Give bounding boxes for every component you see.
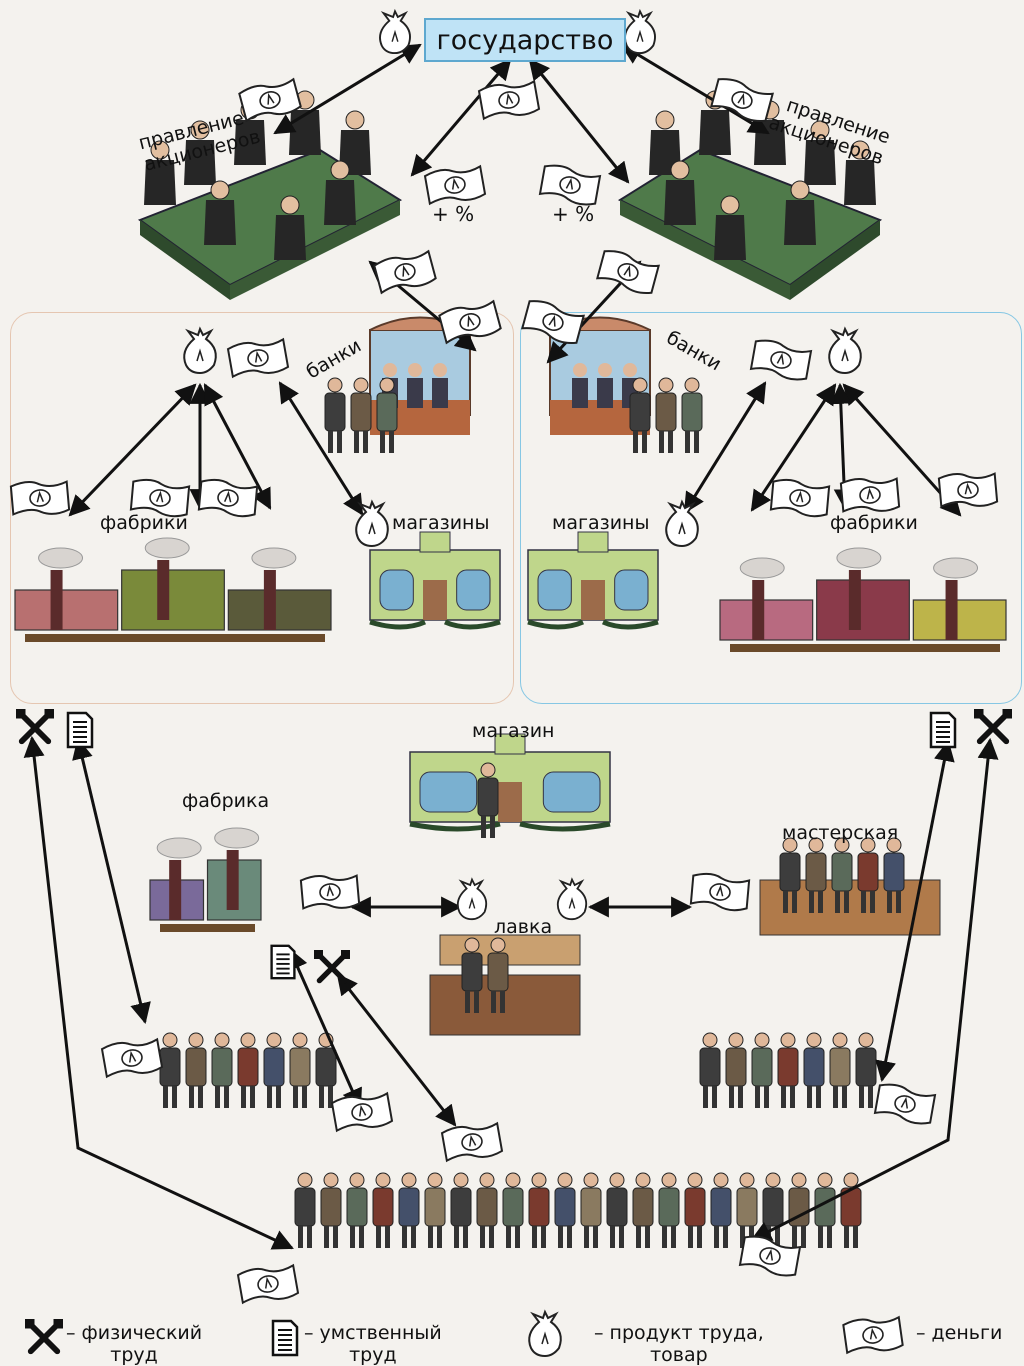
percent-label-right: + % — [552, 202, 595, 226]
state-label: государство — [436, 24, 614, 56]
physical-labor-icon — [974, 709, 1012, 745]
crowd-bottom — [294, 1172, 862, 1248]
product-bag-icon — [528, 1309, 562, 1358]
money-icon — [839, 477, 901, 513]
money-icon — [521, 300, 586, 345]
money-icon — [749, 339, 813, 381]
money-icon — [197, 478, 259, 518]
money-icon — [299, 874, 361, 910]
crowd-right — [699, 1032, 877, 1108]
product-bag-icon — [379, 8, 411, 55]
shops-label-left: магазины — [392, 512, 490, 534]
money-icon — [842, 1315, 904, 1355]
flow-arrow — [68, 383, 197, 517]
product-bag-icon — [665, 499, 699, 548]
money-icon — [873, 1083, 937, 1125]
money-icon — [738, 1235, 802, 1277]
crowd-left — [159, 1032, 337, 1108]
flow-arrow — [23, 735, 294, 1250]
money-icon — [129, 478, 191, 518]
bank-customers-right — [629, 377, 703, 453]
lower-shop-building — [409, 733, 611, 832]
money-icon — [689, 872, 751, 912]
product-bag-icon — [456, 877, 488, 921]
money-icon — [373, 249, 437, 295]
flow-arrow — [203, 383, 272, 510]
product-bag-icon — [828, 326, 862, 375]
flow-arrow — [683, 381, 767, 514]
flow-arrow — [750, 737, 999, 1242]
product-bag-icon — [556, 877, 588, 921]
product-bag-icon — [183, 326, 217, 375]
money-icon — [769, 478, 831, 518]
flow-arrow — [278, 381, 364, 516]
mental-labor-icon — [270, 944, 296, 980]
money-icon — [226, 337, 290, 379]
factories-left — [14, 537, 332, 642]
legend-product-label: – продукт труда, товар — [594, 1322, 764, 1366]
factories-label-right: фабрики — [830, 512, 918, 534]
money-icon — [710, 78, 775, 123]
left-economy-region — [10, 312, 514, 704]
flow-arrow — [336, 973, 457, 1127]
physical-labor-icon — [25, 1319, 63, 1355]
shops-label-right: магазины — [552, 512, 650, 534]
money-icon — [538, 164, 602, 206]
money-icon — [596, 250, 661, 295]
money-icon — [9, 480, 71, 516]
stall-vendor — [461, 937, 509, 1013]
flow-arrow — [528, 58, 630, 184]
flow-arrow — [72, 737, 151, 1025]
lower-factory-building — [149, 827, 262, 932]
stall-shelves — [439, 934, 581, 966]
physical-labor-icon — [15, 709, 54, 745]
flow-arrow — [410, 58, 512, 177]
money-icon — [236, 1263, 300, 1305]
factories-right — [719, 547, 1007, 652]
legend-mental-label: – умственный труд — [304, 1322, 442, 1366]
shops-left — [369, 531, 501, 630]
money-icon — [937, 472, 999, 508]
mental-labor-icon — [929, 711, 957, 749]
shopkeeper — [477, 762, 499, 838]
right-economy-region — [520, 312, 1022, 704]
legend-physical-label: – физический труд — [66, 1322, 203, 1366]
mental-labor-icon — [271, 1319, 299, 1357]
bank-customers-left — [324, 377, 398, 453]
money-icon — [440, 1121, 504, 1163]
flow-arrow — [273, 43, 422, 135]
lower-shop-label: магазин — [472, 720, 555, 742]
money-icon — [438, 299, 502, 345]
shops-right — [527, 531, 659, 630]
money-icon — [330, 1091, 394, 1133]
product-bag-icon — [355, 499, 389, 548]
mental-labor-icon — [66, 711, 94, 749]
legend-money-label: – деньги — [916, 1322, 1003, 1344]
physical-labor-icon — [314, 950, 350, 984]
money-icon — [238, 77, 302, 123]
product-bag-icon — [624, 8, 656, 55]
stall-label: лавка — [494, 916, 553, 938]
state-box: государство — [424, 18, 626, 62]
money-icon — [477, 79, 541, 121]
lower-factory-label: фабрика — [182, 790, 270, 812]
factories-label-left: фабрики — [100, 512, 188, 534]
board-meeting-right — [617, 90, 883, 300]
workshop-label: мастерская — [782, 822, 899, 844]
money-icon — [100, 1037, 164, 1079]
percent-label-left: + % — [432, 202, 475, 226]
money-icon — [423, 164, 487, 206]
